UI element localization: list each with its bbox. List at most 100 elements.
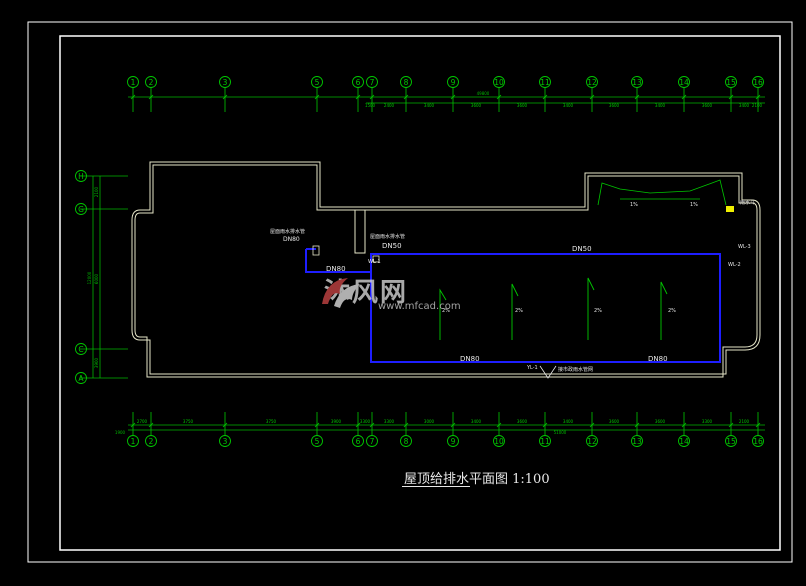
watermark-url: www.mfcad.com xyxy=(378,301,461,312)
top-axis-label: 7 xyxy=(370,78,375,87)
roof-features xyxy=(597,179,727,206)
bottom-axis-label: 2 xyxy=(149,437,154,446)
left-axis-bubble xyxy=(75,203,87,215)
bottom-axis-bubble xyxy=(725,435,737,447)
bottom-axis-bubble xyxy=(127,435,139,447)
top-dim-value: 3600 xyxy=(702,103,713,108)
label-dn80-left: DN80 xyxy=(326,265,346,273)
bottom-axis-bubble xyxy=(352,435,364,447)
bottom-axis-bubble xyxy=(145,435,157,447)
top-axis-label: 9 xyxy=(451,78,456,87)
bottom-dim-value: 3600 xyxy=(655,419,666,424)
top-axis-label: 10 xyxy=(494,78,504,87)
left-axis-label: H xyxy=(78,172,84,181)
top-axis-bubble xyxy=(447,76,459,88)
top-axis-bubble xyxy=(366,76,378,88)
top-axis-bubble xyxy=(752,76,764,88)
top-axis-label: 2 xyxy=(149,78,154,87)
top-axis-label: 12 xyxy=(587,78,597,87)
label-wl-1: WL-1 xyxy=(368,259,381,265)
top-axis-bubble xyxy=(219,76,231,88)
label-wl-3: WL-3 xyxy=(738,244,751,250)
left-axis-bubble xyxy=(75,170,87,182)
bottom-dim-value: 3400 xyxy=(563,419,574,424)
label-dn80-bottom-right: DN80 xyxy=(648,355,668,363)
bottom-axis-bubble xyxy=(219,435,231,447)
top-axis-label: 8 xyxy=(404,78,409,87)
top-axis-label: 11 xyxy=(540,78,550,87)
top-axis-bubble xyxy=(145,76,157,88)
bottom-axis-bubble xyxy=(678,435,690,447)
bottom-dim-value: 3300 xyxy=(384,419,395,424)
top-dim-value: 3400 xyxy=(655,103,666,108)
left-axis-label: G xyxy=(78,205,84,214)
bottom-axis-label: 12 xyxy=(587,437,597,446)
watermark: 沐风网 xyxy=(318,272,408,309)
top-axis-label: 14 xyxy=(679,78,689,87)
top-axis-bubble xyxy=(678,76,690,88)
bottom-axis-label: 10 xyxy=(494,437,504,446)
slope-1: 1% xyxy=(630,202,638,208)
top-dim-value: 3400 xyxy=(563,103,574,108)
leader-bottom xyxy=(539,365,557,379)
bottom-dimension-lines xyxy=(128,424,765,431)
top-dim-value: 2400 xyxy=(384,103,395,108)
bottom-dim-value: 3300 xyxy=(702,419,713,424)
drawing-title: 屋顶给排水平面图 1:100 xyxy=(404,472,550,487)
top-axis-bubble xyxy=(127,76,139,88)
label-dn50-mid: DN50 xyxy=(382,242,402,250)
slope-4: 2% xyxy=(515,308,523,314)
label-yl: YL-1 xyxy=(526,365,538,371)
slope-6: 2% xyxy=(668,308,676,314)
left-dim-value: 6000 xyxy=(94,273,99,284)
left-axis-label: A xyxy=(78,374,84,383)
title-underline xyxy=(402,486,470,487)
label-dn80-small: DN80 xyxy=(283,236,300,243)
bottom-axis-label: 14 xyxy=(679,437,689,446)
bottom-dim-value: 2700 xyxy=(137,419,148,424)
left-dimension-lines xyxy=(80,175,128,379)
slope-5: 2% xyxy=(594,308,602,314)
top-axis-bubble xyxy=(493,76,505,88)
label-note-mid: 屋面雨水排水管 xyxy=(370,233,405,240)
top-axis-bubble xyxy=(631,76,643,88)
bottom-axis-bubble xyxy=(311,435,323,447)
left-dim-value: 3900 xyxy=(94,357,99,368)
bottom-axis-label: 7 xyxy=(370,437,375,446)
top-axis-label: 6 xyxy=(356,78,361,87)
top-dim-value: 3600 xyxy=(471,103,482,108)
left-dims-total: 12000 xyxy=(87,271,92,284)
top-dimension-lines xyxy=(128,96,765,104)
top-axis-bubble xyxy=(725,76,737,88)
bottom-axis-label: 3 xyxy=(223,437,228,446)
slope-2: 1% xyxy=(690,202,698,208)
top-dim-value: 3400 xyxy=(739,103,750,108)
bottom-dims-total: 51000 xyxy=(554,430,567,435)
bottom-dim-value: 3750 xyxy=(266,419,277,424)
label-note-left: 屋面雨水排水管 xyxy=(270,228,305,235)
label-dn80-bottom-left: DN80 xyxy=(460,355,480,363)
bottom-axis-bubble xyxy=(366,435,378,447)
building-outline xyxy=(131,161,761,378)
bottom-axis-label: 11 xyxy=(540,437,550,446)
top-axis-label: 15 xyxy=(726,78,736,87)
top-dim-value: 2100 xyxy=(752,103,763,108)
bottom-axis-bubble xyxy=(447,435,459,447)
bottom-axis-label: 5 xyxy=(315,437,320,446)
top-dim-value: 1500 xyxy=(365,103,376,108)
bottom-axis-label: 16 xyxy=(753,437,763,446)
bottom-dim-value: 3600 xyxy=(609,419,620,424)
rain-hopper xyxy=(726,206,734,212)
top-dims-total: 49800 xyxy=(477,91,490,96)
label-wl-2: WL-2 xyxy=(728,262,741,268)
top-axis-label: 16 xyxy=(753,78,763,87)
top-axis-label: 13 xyxy=(632,78,642,87)
top-dim-value: 3600 xyxy=(609,103,620,108)
drainage-pipes xyxy=(305,248,721,363)
